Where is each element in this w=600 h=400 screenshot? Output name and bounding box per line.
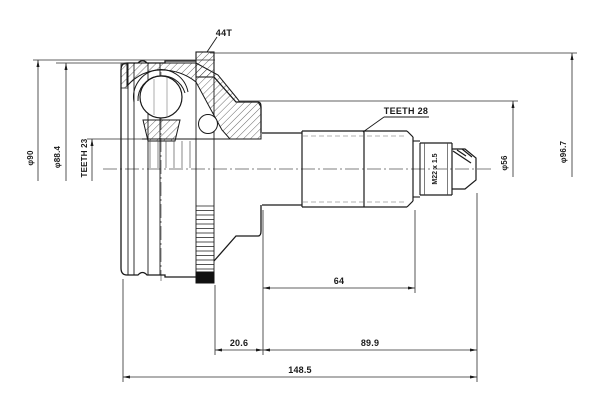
label-shaft-teeth: TEETH 28 bbox=[384, 106, 428, 116]
thread-section bbox=[420, 142, 453, 196]
dim-ring-dia-label: φ96.7 bbox=[559, 141, 568, 164]
shaft bbox=[262, 130, 477, 208]
boot-flange-section bbox=[120, 63, 129, 89]
tone-ring-section bbox=[195, 51, 215, 78]
dim-bell-secondary-dia-label: φ88.4 bbox=[53, 146, 62, 169]
ball-section-lines bbox=[153, 77, 168, 117]
dim-shaft-length-label: 89.9 bbox=[361, 338, 379, 348]
tone-ring-band bbox=[195, 271, 215, 284]
tone-ring-teeth bbox=[196, 205, 214, 270]
dim-spline-length-label: 64 bbox=[334, 276, 344, 286]
spline-bore bbox=[142, 138, 258, 168]
bearing-ball bbox=[139, 75, 183, 119]
bell-housing bbox=[120, 51, 262, 284]
label-bore-teeth: TEETH 23 bbox=[80, 138, 89, 177]
label-ring-teeth: 44T bbox=[216, 28, 233, 38]
shaft-spline-section bbox=[302, 130, 414, 208]
shaft-tip bbox=[452, 148, 477, 190]
dim-boss-length-label: 20.6 bbox=[230, 338, 248, 348]
bearing-ball-rear bbox=[198, 114, 218, 134]
inner-race-section bbox=[142, 119, 181, 142]
label-thread-spec: M22 x 1.5 bbox=[432, 153, 439, 184]
dim-bell-outer-dia-label: φ90 bbox=[26, 150, 35, 166]
dimension-annotations: φ90 φ88.4 TEETH 23 44T TEETH 28 M22 x 1.… bbox=[26, 28, 577, 382]
cage-arcs bbox=[133, 69, 189, 103]
dim-boss-dia-label: φ56 bbox=[500, 155, 509, 171]
dim-overall-length-label: 148.5 bbox=[288, 365, 312, 375]
